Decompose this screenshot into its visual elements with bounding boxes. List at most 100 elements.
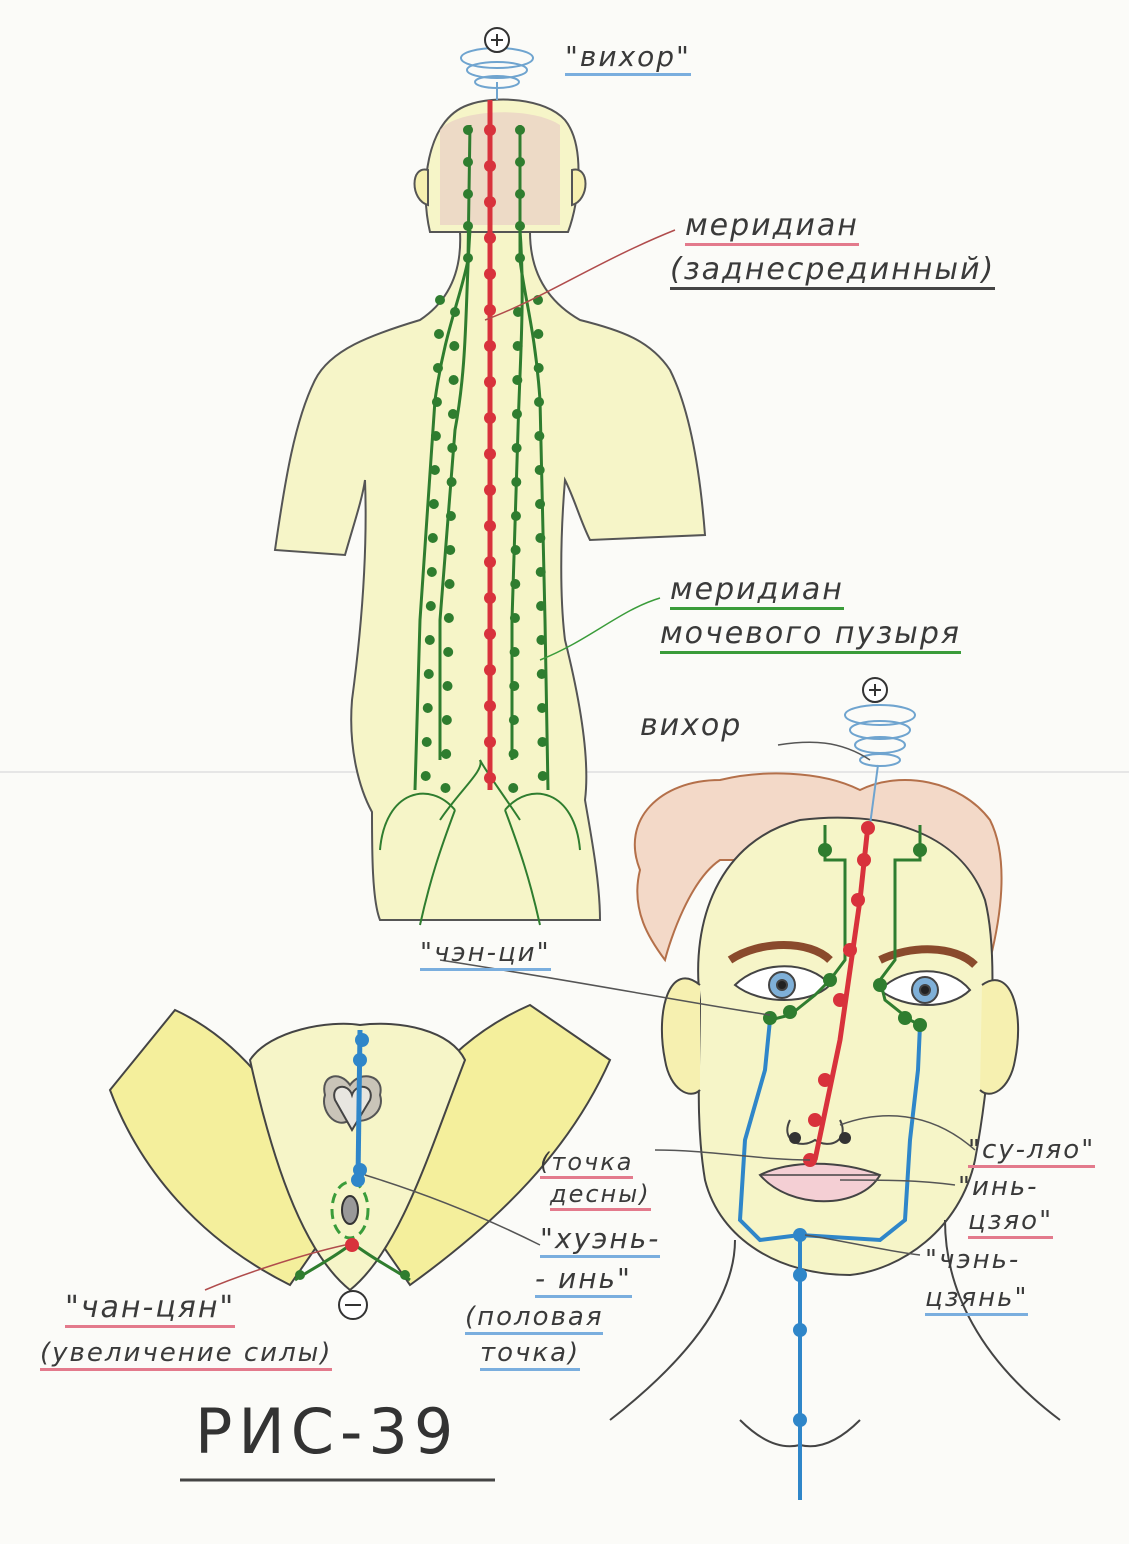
acupoint-green — [463, 157, 473, 167]
acupoint-red — [484, 124, 496, 136]
acupoint-red — [808, 1113, 822, 1127]
acupoint-blue — [351, 1173, 365, 1187]
acupoint-green — [509, 715, 519, 725]
acupoint-red — [484, 160, 496, 172]
acupoint-green — [535, 465, 545, 475]
acupoint-red — [861, 821, 875, 835]
acupoint-red — [843, 943, 857, 957]
acupoint-green — [463, 221, 473, 231]
acupoint-red — [484, 304, 496, 316]
label-meridian-back-line1: меридиан — [685, 208, 859, 246]
label-gum-point-line2: десны) — [550, 1180, 651, 1211]
acupoint-red — [484, 232, 496, 244]
acupoint-red — [484, 556, 496, 568]
acupoint-green — [511, 511, 521, 521]
acupoint-red — [484, 376, 496, 388]
acupoint-red — [484, 340, 496, 352]
acupoint-green — [511, 545, 521, 555]
acupoint-green — [783, 1005, 797, 1019]
acupoint-green — [534, 431, 544, 441]
acupoint-green — [536, 601, 546, 611]
acupoint-green — [449, 341, 459, 351]
label-vortex-face: вихор — [640, 708, 742, 743]
acupoint-green — [447, 477, 457, 487]
acupoint-green — [428, 533, 438, 543]
acupoint-green — [763, 1011, 777, 1025]
acupoint-red — [484, 772, 496, 784]
vortex-top-spiral — [461, 48, 533, 100]
label-chan-tsyan-line1: "чан-цян" — [65, 1290, 235, 1328]
label-chen-tszyan-line2: цзянь" — [925, 1283, 1028, 1316]
acupoint-green — [432, 397, 442, 407]
acupoint-green — [441, 749, 451, 759]
acupoint-green — [422, 737, 432, 747]
acupoint-red — [484, 736, 496, 748]
figure-title: РИС-39 — [195, 1395, 459, 1468]
acupoint-green — [533, 329, 543, 339]
acupoint-green — [512, 443, 522, 453]
acupoint-green — [295, 1270, 305, 1280]
acupoint-green — [430, 465, 440, 475]
label-gum-point-line1: (точка — [540, 1148, 633, 1179]
acupoint-green — [427, 567, 437, 577]
acupoint-green — [538, 771, 548, 781]
acupoint-green — [515, 221, 525, 231]
label-su-lyao: "су-ляо" — [968, 1135, 1095, 1168]
acupoint-green — [509, 681, 519, 691]
acupoint-green — [445, 579, 455, 589]
acupoint-green — [463, 253, 473, 263]
back-ear-left — [415, 170, 429, 205]
acupoint-green — [898, 1011, 912, 1025]
acupoint-green — [512, 375, 522, 385]
pelvis-blue-meridian — [358, 1030, 360, 1180]
label-in-tszyao-line1: "инь- — [958, 1172, 1039, 1202]
acupoint-green — [515, 125, 525, 135]
acupoint-green — [423, 703, 433, 713]
acupoint-green — [426, 601, 436, 611]
nostril-right — [839, 1132, 851, 1144]
acupoint-green — [425, 635, 435, 645]
acupoint-red — [484, 268, 496, 280]
acupoint-blue — [355, 1033, 369, 1047]
acupoint-blue — [793, 1413, 807, 1427]
acupoint-red — [484, 196, 496, 208]
acupoint-blue — [353, 1053, 367, 1067]
acupoint-red — [484, 628, 496, 640]
acupoint-green — [508, 783, 518, 793]
label-huen-in-line2: - инь" — [535, 1262, 632, 1298]
acupoint-green — [433, 363, 443, 373]
acupoint-green — [444, 613, 454, 623]
acupoint-green — [445, 545, 455, 555]
acupoint-green — [913, 843, 927, 857]
acupoint-green — [440, 783, 450, 793]
acupoint-green — [510, 579, 520, 589]
label-vortex-top: "вихор" — [565, 40, 691, 76]
acupoint-blue — [793, 1323, 807, 1337]
face-ear-left — [662, 978, 700, 1093]
pelvis-red-point — [345, 1238, 359, 1252]
label-meridian-bladder-line1: меридиан — [670, 572, 844, 610]
acupoint-green — [537, 703, 547, 713]
acupoint-green — [535, 533, 545, 543]
label-huen-in-line1: "хуэнь- — [540, 1222, 660, 1258]
acupoint-red — [484, 484, 496, 496]
acupoint-green — [536, 635, 546, 645]
acupoint-green — [537, 669, 547, 679]
acupoint-green — [873, 978, 887, 992]
acupoint-green — [511, 477, 521, 487]
back-ear-right — [572, 170, 586, 205]
acupoint-red — [484, 592, 496, 604]
acupoint-green — [537, 737, 547, 747]
acupoint-green — [450, 307, 460, 317]
face-ear-right — [980, 980, 1018, 1094]
nostril-left — [789, 1132, 801, 1144]
acupoint-green — [449, 375, 459, 385]
acupoint-green — [463, 125, 473, 135]
acupoint-red — [857, 853, 871, 867]
label-meridian-back-line2: (заднесрединный) — [670, 252, 995, 290]
acupoint-green — [818, 843, 832, 857]
acupoint-green — [534, 397, 544, 407]
acupoint-green — [512, 409, 522, 419]
acupoint-green — [400, 1270, 410, 1280]
